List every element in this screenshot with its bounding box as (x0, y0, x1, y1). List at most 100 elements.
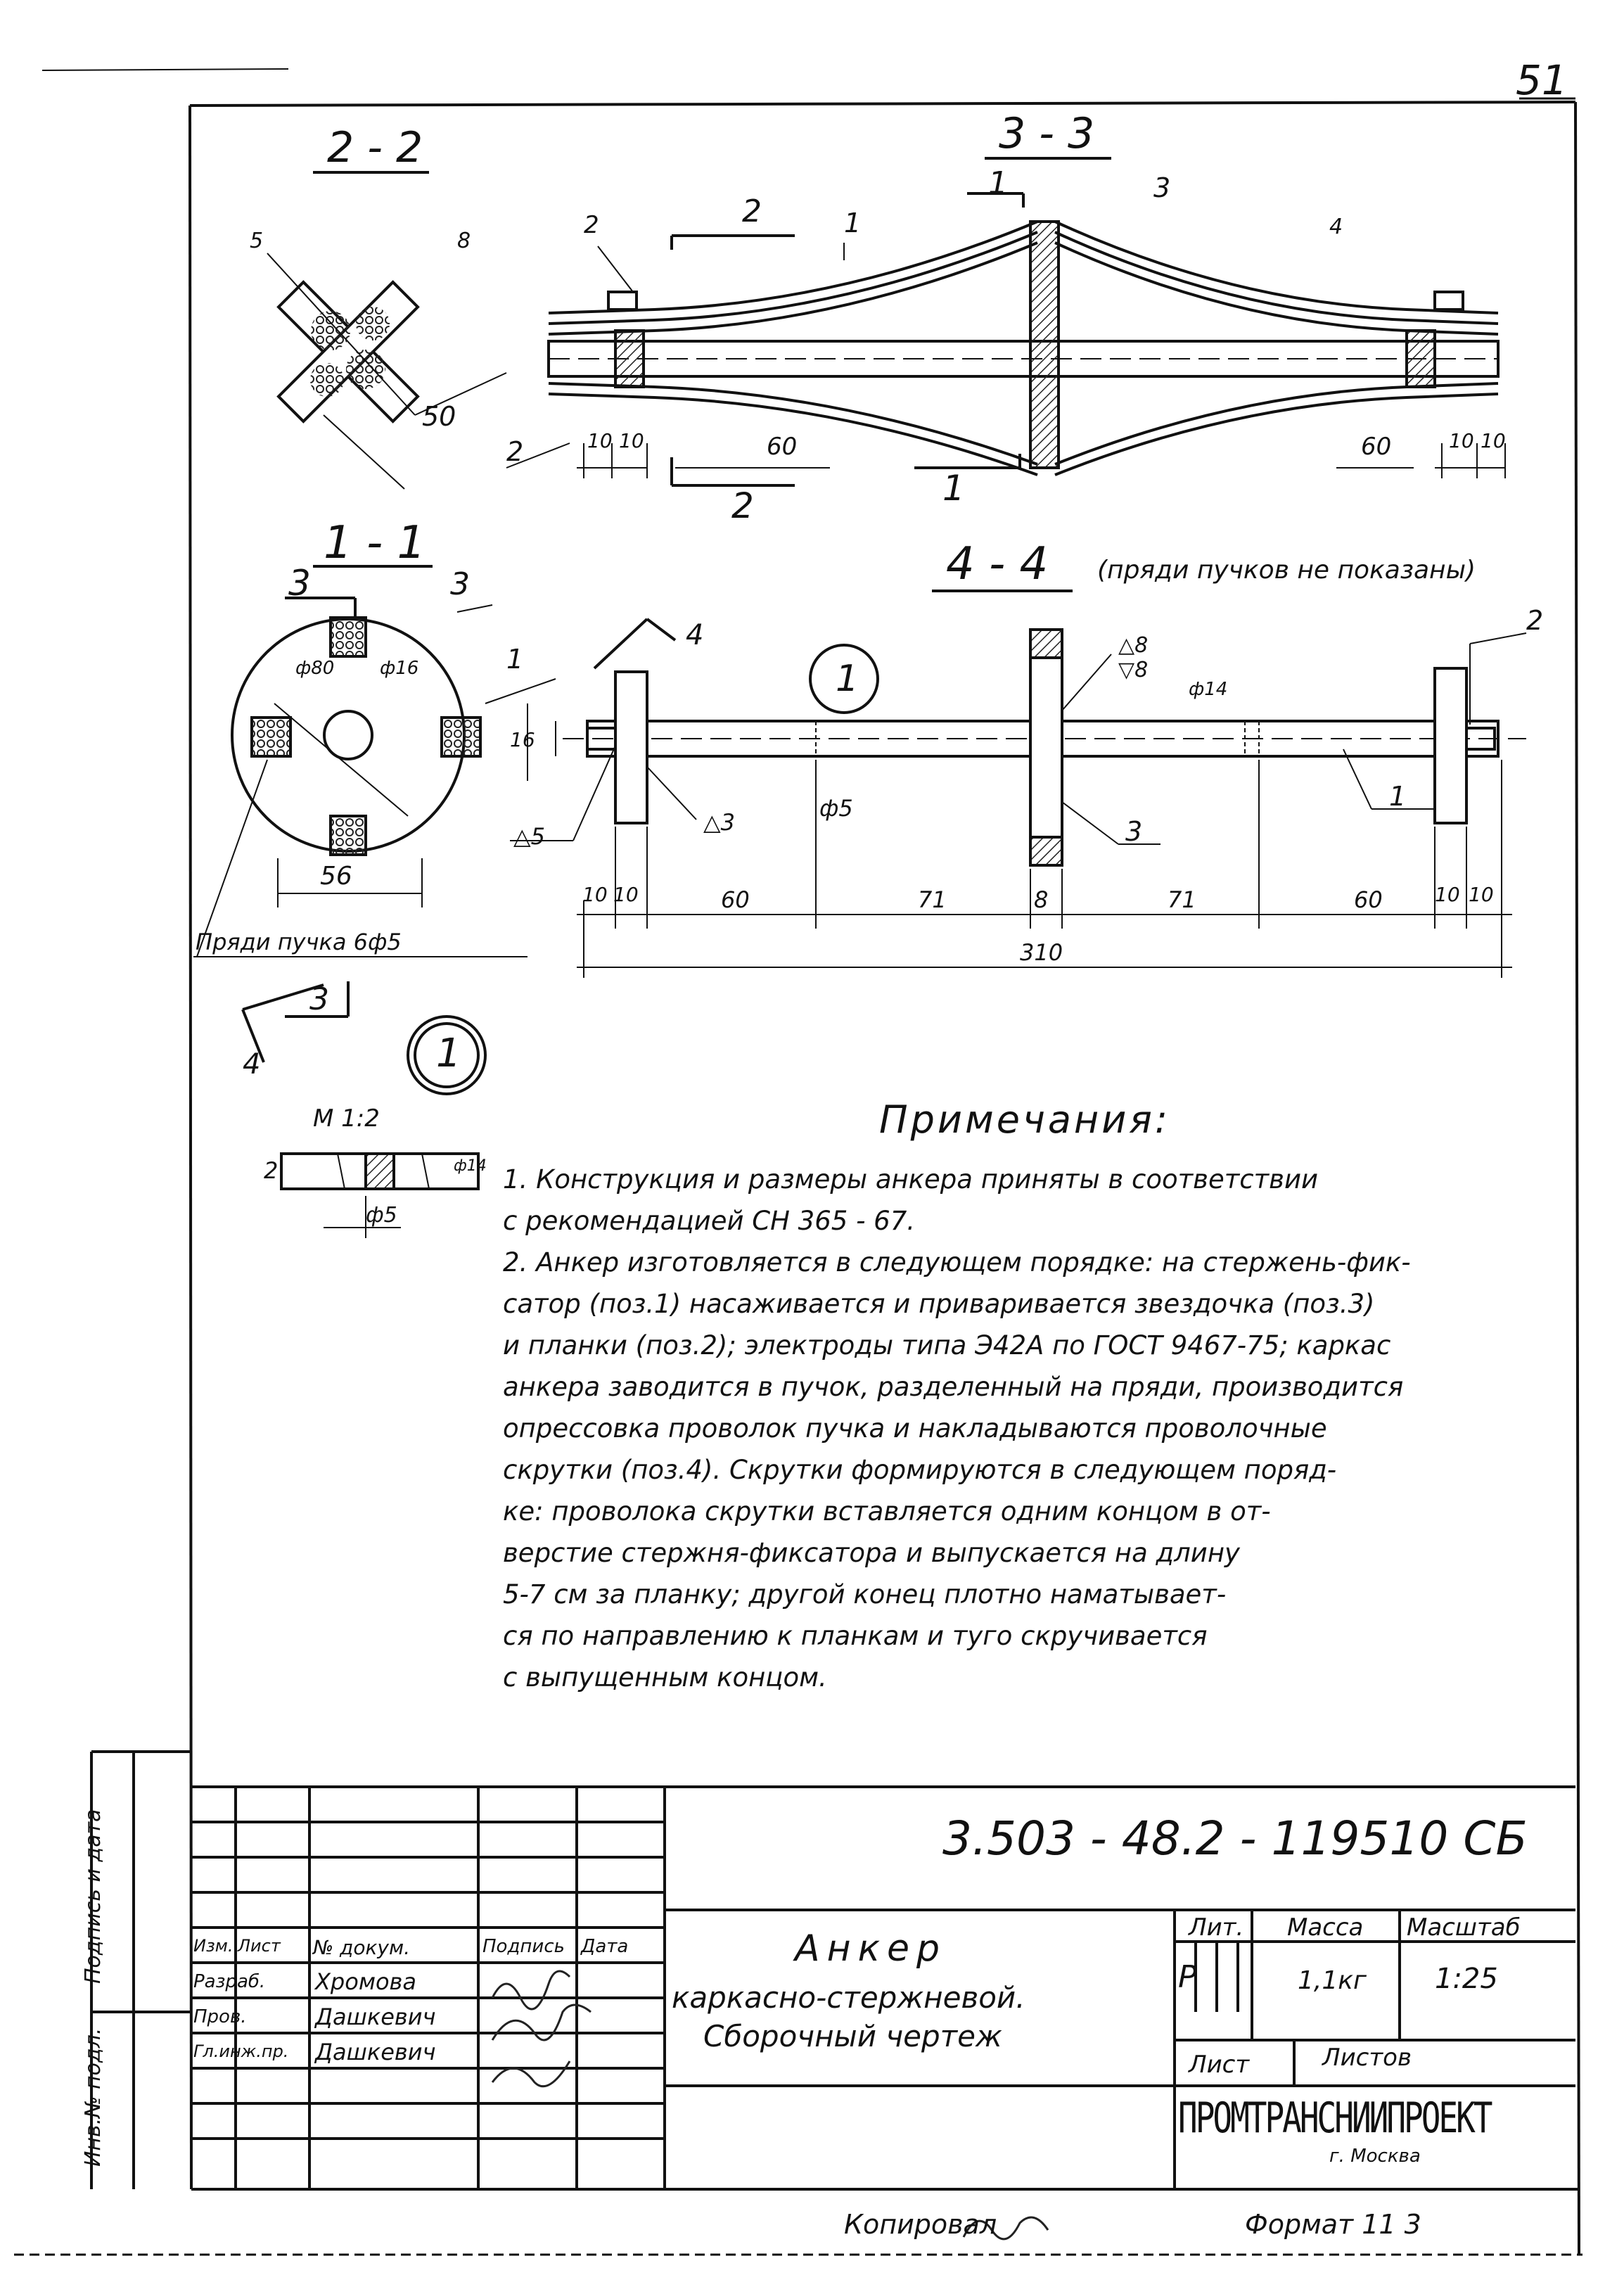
detail-1-dim-14: ф14 (454, 1157, 487, 1175)
pos-3-3-c: 3 (1153, 172, 1171, 203)
cut-3-3-top-2: 2 (742, 193, 762, 229)
tb-header-sign: Подпись (482, 1936, 565, 1957)
note-line: ся по направлению к планкам и туго скруч… (503, 1621, 1208, 1651)
side-label-sign: Подпись и дата (81, 1809, 106, 1985)
cut-3-3-bot-2: 2 (731, 485, 754, 526)
cut-4-4-c: 3 (309, 981, 329, 1017)
pos-4-4-1: 1 (1389, 781, 1407, 812)
dim-2-2-50: 50 (422, 401, 456, 432)
dim-4-4-8: 8 (1034, 886, 1049, 913)
tb-mass-label: Масса (1287, 1913, 1364, 1942)
section-label-2-2: 2 - 2 (327, 123, 423, 172)
pos-1-1-1: 1 (506, 644, 524, 675)
note-line: ке: проволока скрутки вставляется одним … (503, 1496, 1271, 1527)
section-label-4-4: 4 - 4 (946, 538, 1049, 590)
section-label-1-1: 1 - 1 (324, 517, 426, 569)
dim-4-4-5: ф5 (819, 795, 853, 822)
note-line: опрессовка проволок пучка и накладываютс… (503, 1413, 1327, 1444)
dim-1-1-56: 56 (320, 862, 352, 891)
drawing-title-2: каркасно-стержневой. (672, 1980, 1025, 2015)
dim-4-4-10c: 10 (1435, 883, 1460, 906)
dim-1-1-80: ф80 (295, 658, 335, 679)
note-line: 1. Конструкция и размеры анкера приняты … (503, 1164, 1319, 1195)
tb-sheet-label: Лист (1189, 2051, 1250, 2079)
sheet-frame (14, 68, 1583, 2256)
tb-sheets-label: Листов (1322, 2044, 1412, 2072)
note-line: и планки (поз.2); электроды типа Э42А по… (503, 1330, 1391, 1361)
tb-name-1: Хромова (315, 1968, 416, 1995)
signature-scribbles (491, 1970, 1049, 2241)
drawing-title-3: Сборочный чертеж (703, 2019, 1002, 2053)
tb-scale-value: 1:25 (1435, 1963, 1498, 1995)
tb-header-doc: № докум. (313, 1936, 411, 1959)
cut-1-1-b: 3 (450, 566, 470, 602)
dim-3-3-60b: 60 (1361, 433, 1392, 461)
pos-4-4-2: 2 (1526, 605, 1544, 636)
dim-4-4-10d: 10 (1469, 883, 1494, 906)
drawing-title-1: Анкер (795, 1928, 947, 1970)
weld-5: △5 (513, 823, 545, 850)
dim-3-3-10c: 10 (1449, 429, 1474, 452)
detail-1-pos: 2 (264, 1157, 279, 1184)
dim-4-4-60a: 60 (721, 886, 750, 913)
tb-role-2: Пров. (193, 2006, 247, 2027)
pos-3-3-a: 2 (584, 211, 599, 239)
detail-1 (241, 981, 487, 1238)
cut-4-4-b: 4 (243, 1048, 261, 1081)
weld-3: △3 (703, 809, 735, 836)
note-line: верстие стержня-фиксатора и выпускается … (503, 1538, 1240, 1568)
page-number: 51 (1516, 56, 1568, 104)
view-4-4 (510, 590, 1527, 978)
section-label-3-3: 3 - 3 (999, 109, 1095, 158)
detail-1-circle-label: 1 (436, 1031, 461, 1076)
tb-header-list: Лист (238, 1936, 281, 1956)
dim-4-4-total: 310 (1020, 939, 1063, 966)
note-line: с рекомендацией СН 365 - 67. (503, 1206, 916, 1236)
note-line: скрутки (поз.4). Скрутки формируются в с… (503, 1455, 1337, 1485)
strand-label: Пряди пучка 6ф5 (196, 929, 402, 955)
note-line: 5-7 см за планку; другой конец плотно на… (503, 1579, 1227, 1610)
org-name: ПРОМТРАНСНИИПРОЕКТ (1178, 2093, 1492, 2143)
dim-4-4-71a: 71 (918, 886, 947, 913)
tb-header-date: Дата (581, 1936, 629, 1957)
dim-4-4-60b: 60 (1354, 886, 1383, 913)
tb-scale-label: Масштаб (1407, 1913, 1521, 1942)
note-line: сатор (поз.1) насаживается и приваривает… (503, 1289, 1375, 1319)
note-line: анкера заводится в пучок, разделенный на… (503, 1372, 1404, 1402)
dim-4-4-71b: 71 (1168, 886, 1196, 913)
dim-4-4-14: ф14 (1189, 679, 1228, 700)
doc-code: 3.503 - 48.2 - 119510 СБ (942, 1811, 1528, 1866)
detail-1-marker: 1 (836, 658, 859, 700)
dim-3-3-10b: 10 (619, 429, 644, 452)
detail-1-dim-5: ф5 (366, 1203, 397, 1228)
cut-1-1-a: 3 (288, 563, 311, 604)
tb-mass-value: 1,1кг (1298, 1966, 1367, 1995)
detail-1-scale: М 1:2 (313, 1104, 380, 1133)
pos-3-3-b: 1 (844, 208, 862, 238)
pos-4-4-3: 3 (1125, 816, 1143, 847)
dim-1-1-16: ф16 (380, 658, 419, 679)
footer-format: Формат 11 3 (1245, 2209, 1421, 2240)
tb-name-3: Дашкевич (315, 2039, 436, 2065)
org-city: г. Москва (1329, 2146, 1421, 2167)
pos-3-3-e: 2 (506, 436, 524, 467)
tb-role-3: Гл.инж.пр. (193, 2041, 289, 2061)
dim-3-3-10d: 10 (1481, 429, 1506, 452)
section-4-4-note: (пряди пучков не показаны) (1097, 556, 1476, 585)
dim-1-1-16b: 16 (510, 728, 535, 751)
weld-8-top: △8 (1118, 633, 1149, 658)
side-label-inv: Инв.№ подл. (81, 2027, 106, 2167)
cut-3-3-bot-1: 1 (942, 468, 965, 509)
tb-role-1: Разраб. (193, 1971, 266, 1992)
view-3-3 (506, 157, 1506, 487)
footer-copied: Копировал (844, 2209, 997, 2240)
dim-2-2-8: 8 (457, 229, 471, 253)
view-2-2 (267, 171, 507, 490)
dim-4-4-10a: 10 (582, 883, 608, 906)
tb-lit-label: Лит. (1189, 1913, 1244, 1942)
dim-4-4-10b: 10 (613, 883, 639, 906)
tb-name-2: Дашкевич (315, 2003, 436, 2030)
tb-lit-value: Р (1178, 1959, 1197, 1995)
tb-header-izm: Изм. (193, 1936, 234, 1956)
